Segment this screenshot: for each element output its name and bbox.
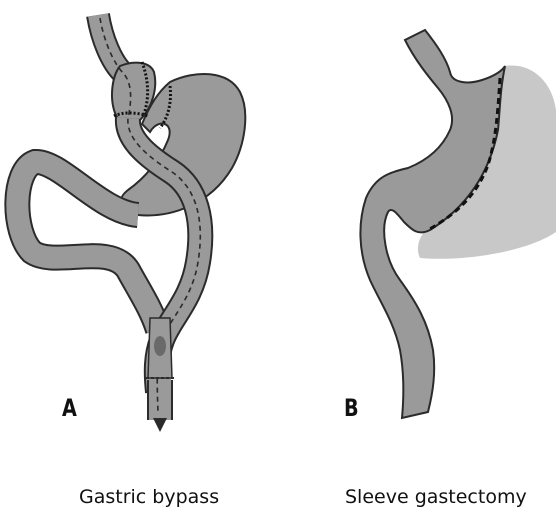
panel-a-letter: A <box>62 396 77 420</box>
flow-direction-arrow <box>153 418 167 432</box>
gastric-bypass-illustration <box>17 15 245 432</box>
panel-a-caption: Gastric bypass <box>79 488 219 507</box>
panel-b-letter: B <box>344 396 359 420</box>
anastomosis-spot <box>154 336 166 356</box>
panel-b-caption: Sleeve gastectomy <box>345 488 527 507</box>
sleeve-gastrectomy-illustration <box>360 30 556 418</box>
